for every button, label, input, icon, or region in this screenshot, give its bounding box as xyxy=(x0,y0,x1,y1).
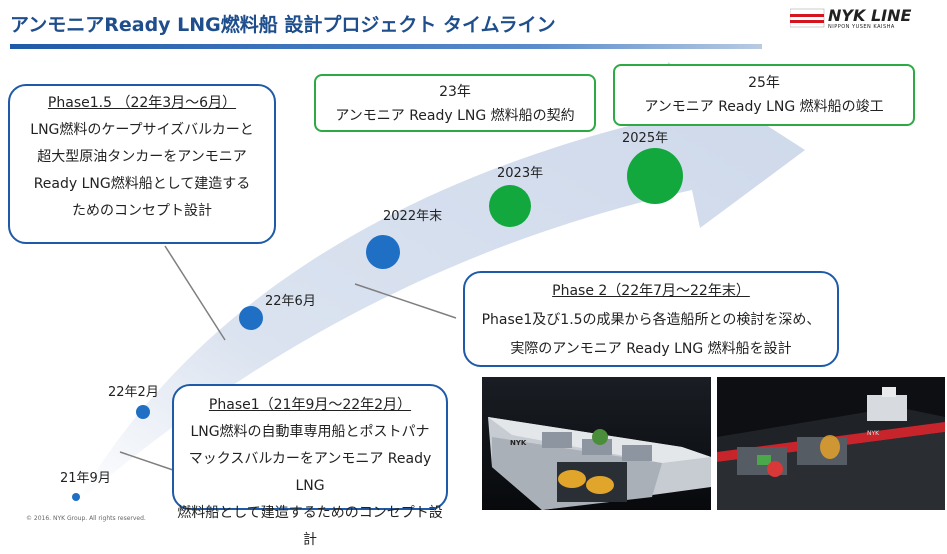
event23-box: 23年 アンモニア Ready LNG 燃料船の契約 xyxy=(314,74,596,132)
milestone-label-2: 22年6月 xyxy=(265,294,316,309)
phase2-header: Phase 2（22年7月～22年末） xyxy=(552,283,750,299)
event25-text: アンモニア Ready LNG 燃料船の竣工 xyxy=(644,99,884,115)
phase15-connector xyxy=(164,245,226,341)
phase2-line-0: Phase1及び1.5の成果から各造船所との検討を深め、 xyxy=(481,312,821,328)
milestone-dot-3 xyxy=(366,235,400,269)
phase15-line-3: ためのコンセプト設計 xyxy=(72,203,212,219)
milestone-label-4: 2023年 xyxy=(497,166,544,181)
milestone-label-0: 21年9月 xyxy=(60,471,111,486)
event25-box: 25年 アンモニア Ready LNG 燃料船の竣工 xyxy=(613,64,915,126)
phase1-connector xyxy=(119,451,174,471)
milestone-dot-0 xyxy=(72,493,80,501)
milestone-label-1: 22年2月 xyxy=(108,385,159,400)
milestone-dot-5 xyxy=(627,148,683,204)
event23-year: 23年 xyxy=(439,84,471,100)
event25-year: 25年 xyxy=(748,75,780,91)
title-underline xyxy=(10,44,762,49)
phase15-header: Phase1.5 （22年3月～6月） xyxy=(47,95,237,111)
milestone-dot-2 xyxy=(239,306,263,330)
phase2-box: Phase 2（22年7月～22年末） Phase1及び1.5の成果から各造船所… xyxy=(463,271,839,367)
milestone-dot-1 xyxy=(136,405,150,419)
phase15-line-2: Ready LNG燃料船として建造する xyxy=(33,176,251,192)
phase1-line-0: LNG燃料の自動車専用船とポストパナ xyxy=(190,424,430,440)
copyright-text: © 2016. NYK Group. All rights reserved. xyxy=(26,515,146,522)
nyk-logo-sub: NIPPON YUSEN KAISHA xyxy=(828,24,895,30)
phase15-line-1: 超大型原油タンカーをアンモニア xyxy=(37,149,247,165)
svg-text:NYK: NYK xyxy=(510,439,527,447)
nyk-logo: NYK LINE xyxy=(828,6,912,25)
svg-text:NYK: NYK xyxy=(867,430,880,437)
timeline-arrow xyxy=(75,62,805,505)
ship-render-image-1: NYK xyxy=(482,377,711,510)
event23-text: アンモニア Ready LNG 燃料船の契約 xyxy=(335,108,575,124)
milestone-label-5: 2025年 xyxy=(622,131,669,146)
ship-render-image-2: NYK xyxy=(717,377,945,510)
phase15-line-0: LNG燃料のケープサイズバルカーと xyxy=(30,122,254,138)
phase15-box: Phase1.5 （22年3月～6月） LNG燃料のケープサイズバルカーと 超大… xyxy=(8,84,276,244)
page-title: アンモニアReady LNG燃料船 設計プロジェクト タイムライン xyxy=(10,14,556,36)
phase1-box: Phase1（21年9月～22年2月） LNG燃料の自動車専用船とポストパナ マ… xyxy=(172,384,448,548)
timeline-arrow-graphic xyxy=(72,62,805,505)
milestone-label-3: 2022年末 xyxy=(383,209,443,224)
phase1-line-1: マックスバルカーをアンモニア Ready LNG xyxy=(188,451,432,494)
nyk-flag-icon xyxy=(790,8,825,28)
phase2-connector xyxy=(354,283,457,319)
milestone-dot-4 xyxy=(489,185,531,227)
phase2-line-1: 実際のアンモニア Ready LNG 燃料船を設計 xyxy=(510,341,792,357)
phase1-header: Phase1（21年9月～22年2月） xyxy=(208,397,412,413)
phase1-line-2: 燃料船として建造するためのコンセプト設計 xyxy=(177,505,443,548)
